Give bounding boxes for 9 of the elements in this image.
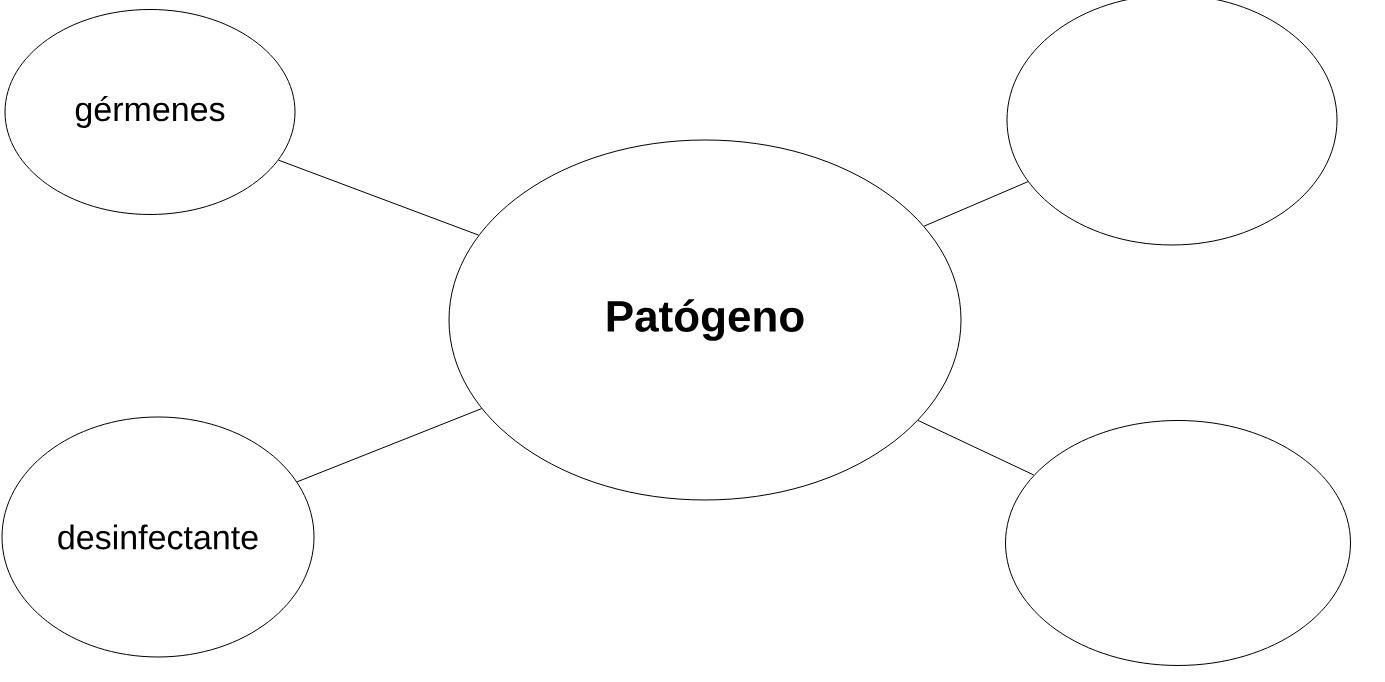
ellipse-bubble: gérmenes	[4, 9, 296, 215]
ellipse-bubble	[1005, 420, 1351, 666]
ellipse-bubble: desinfectante	[1, 416, 315, 658]
connector-line	[278, 159, 480, 236]
connector-line	[296, 408, 483, 483]
ellipse-bubble	[1006, 0, 1338, 246]
connector-line	[917, 419, 1035, 476]
connector-line	[923, 181, 1029, 227]
ellipse-bubble: Patógeno	[448, 139, 962, 501]
